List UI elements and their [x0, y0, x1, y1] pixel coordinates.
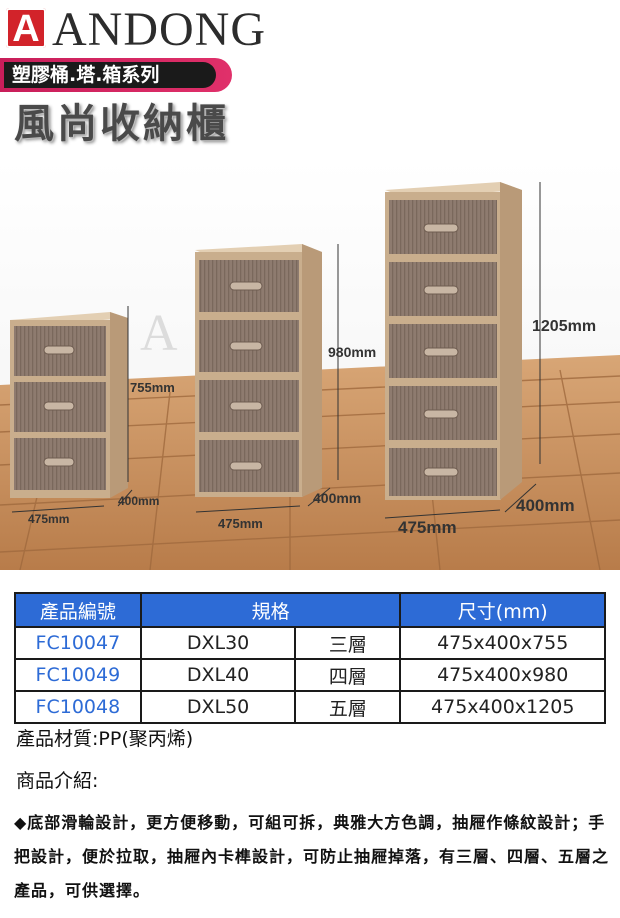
- dimension-lines: [11, 182, 541, 519]
- page-title: 風尚收納櫃: [14, 101, 229, 147]
- header-size: 尺寸(mm): [399, 592, 606, 628]
- large-width-label: 475mm: [398, 518, 457, 537]
- brand-name: ANDONG: [52, 3, 266, 56]
- medium-depth-label: 400mm: [313, 490, 362, 506]
- cabinet-5-layer: [385, 182, 522, 500]
- series-banner: 塑膠桶.塔.箱系列: [0, 58, 232, 92]
- header-spec: 規格: [139, 592, 402, 628]
- product-scene: A: [0, 160, 620, 570]
- material-text: 產品材質:PP(聚丙烯): [16, 728, 194, 750]
- table-header-row: 產品編號 規格 尺寸(mm): [14, 592, 606, 628]
- medium-width-label: 475mm: [218, 516, 263, 531]
- large-height-label: 1205mm: [532, 318, 597, 335]
- spec-table: 產品編號 規格 尺寸(mm) FC10047 DXL30 三層 475x400x…: [14, 592, 606, 724]
- cell-layers: 五層: [294, 690, 402, 724]
- logo-icon: A: [6, 8, 46, 50]
- cell-model: DXL40: [139, 658, 297, 692]
- intro-heading: 商品介紹:: [16, 770, 99, 792]
- watermark-text: A: [140, 305, 178, 362]
- cell-code: FC10049: [14, 658, 142, 692]
- cell-code: FC10048: [14, 690, 142, 724]
- product-description: ◆底部滑輪設計，更方便移動，可組可拆，典雅大方色調，抽屜作條紋設計；手把設計，便…: [14, 813, 610, 900]
- series-label: 塑膠桶.塔.箱系列: [4, 62, 216, 88]
- cell-layers: 三層: [294, 626, 402, 660]
- table-row: FC10049 DXL40 四層 475x400x980: [14, 658, 606, 692]
- medium-height-label: 980mm: [328, 344, 377, 360]
- cabinet-4-layer: [195, 244, 322, 497]
- cell-layers: 四層: [294, 658, 402, 692]
- cabinet-3-layer: [10, 312, 128, 498]
- table-row: FC10048 DXL50 五層 475x400x1205: [14, 690, 606, 724]
- cell-size: 475x400x755: [399, 626, 606, 660]
- small-depth-label: 400mm: [118, 494, 160, 508]
- header: A ANDONG 塑膠桶.塔.箱系列 風尚收納櫃: [0, 0, 620, 160]
- header-product-code: 產品編號: [14, 592, 142, 628]
- small-width-label: 475mm: [28, 512, 70, 526]
- small-height-label: 755mm: [130, 380, 175, 395]
- scene-illustration: A: [0, 160, 620, 570]
- cell-model: DXL50: [139, 690, 297, 724]
- cell-code: FC10047: [14, 626, 142, 660]
- cell-model: DXL30: [139, 626, 297, 660]
- table-row: FC10047 DXL30 三層 475x400x755: [14, 626, 606, 660]
- large-depth-label: 400mm: [516, 496, 575, 515]
- cell-size: 475x400x1205: [399, 690, 606, 724]
- cell-size: 475x400x980: [399, 658, 606, 692]
